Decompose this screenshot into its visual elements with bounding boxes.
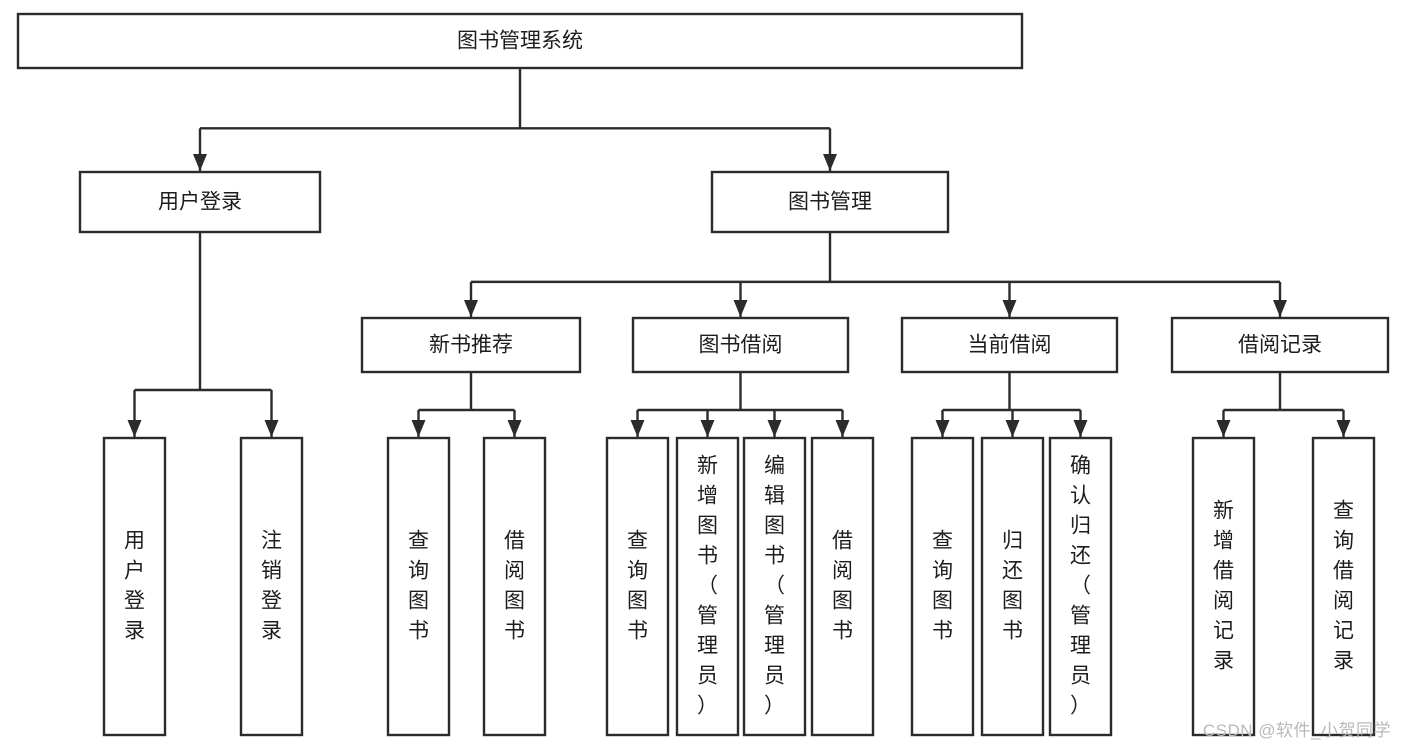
node-label-borrow-record: 借阅记录: [1238, 334, 1322, 357]
arrow-head-book-manage: [823, 154, 837, 171]
node-box-book-borrow: [631, 316, 850, 374]
node-leaf-add-book[interactable]: 新增图书（管理员）: [675, 436, 740, 737]
node-root[interactable]: 图书管理系统: [16, 12, 1024, 70]
node-leaf-query-book-rec[interactable]: 查询图书: [386, 436, 451, 737]
node-box-leaf-add-book: [675, 436, 740, 737]
node-leaf-return-book[interactable]: 归还图书: [980, 436, 1045, 737]
node-box-leaf-user-login: [102, 436, 167, 737]
arrow-head-leaf-add-record: [1216, 420, 1231, 437]
node-label-leaf-borrow-book-bor: 借阅图书: [832, 529, 853, 642]
node-user-login[interactable]: 用户登录: [78, 170, 322, 234]
node-label-leaf-query-book-cur: 查询图书: [932, 529, 953, 642]
node-label-new-book-recommend: 新书推荐: [429, 334, 513, 357]
node-label-leaf-return-book: 归还图书: [1002, 529, 1023, 642]
node-leaf-query-record[interactable]: 查询借阅记录: [1311, 436, 1376, 737]
arrow-head-borrow-record: [1273, 300, 1287, 317]
node-box-book-manage: [710, 170, 950, 234]
node-box-user-login: [78, 170, 322, 234]
arrow-head-current-borrow: [1002, 300, 1017, 317]
node-book-borrow[interactable]: 图书借阅: [631, 316, 850, 374]
arrow-head-user-login: [193, 154, 207, 171]
node-box-leaf-confirm-return: [1048, 436, 1113, 737]
arrow-head-new-book-recommend: [464, 300, 478, 317]
node-box-borrow-record: [1170, 316, 1390, 374]
node-layer: 图书管理系统用户登录图书管理新书推荐图书借阅当前借阅借阅记录用户登录注销登录查询…: [16, 12, 1390, 737]
node-box-leaf-return-book: [980, 436, 1045, 737]
node-new-book-recommend[interactable]: 新书推荐: [360, 316, 582, 374]
arrow-head-leaf-edit-book: [767, 420, 782, 437]
node-label-leaf-add-record: 新增借阅记录: [1213, 499, 1234, 672]
node-label-leaf-confirm-return: 确认归还（管理员）: [1070, 454, 1091, 717]
node-label-book-borrow: 图书借阅: [699, 334, 783, 357]
node-label-current-borrow: 当前借阅: [968, 334, 1052, 357]
node-leaf-confirm-return[interactable]: 确认归还（管理员）: [1048, 436, 1113, 737]
node-label-leaf-logout: 注销登录: [261, 529, 282, 642]
node-label-leaf-add-book: 新增图书（管理员）: [697, 454, 718, 717]
node-borrow-record[interactable]: 借阅记录: [1170, 316, 1390, 374]
node-label-leaf-query-record: 查询借阅记录: [1333, 499, 1354, 672]
arrow-head-leaf-query-book-bor: [630, 420, 645, 437]
node-leaf-edit-book[interactable]: 编辑图书（管理员）: [742, 436, 807, 737]
node-leaf-add-record[interactable]: 新增借阅记录: [1191, 436, 1256, 737]
arrow-head-leaf-query-book-rec: [411, 420, 426, 437]
arrow-head-leaf-return-book: [1005, 420, 1020, 437]
node-label-leaf-query-book-bor: 查询图书: [627, 529, 648, 642]
arrow-head-leaf-borrow-book-bor: [835, 420, 850, 437]
node-book-manage[interactable]: 图书管理: [710, 170, 950, 234]
node-leaf-borrow-book-bor[interactable]: 借阅图书: [810, 436, 875, 737]
node-label-leaf-query-book-rec: 查询图书: [408, 529, 429, 642]
arrow-head-leaf-borrow-book-rec: [507, 420, 522, 437]
node-current-borrow[interactable]: 当前借阅: [900, 316, 1119, 374]
node-box-current-borrow: [900, 316, 1119, 374]
connector-layer: [127, 68, 1351, 437]
arrow-head-leaf-query-book-cur: [935, 420, 950, 437]
arrow-head-leaf-add-book: [700, 420, 715, 437]
node-leaf-query-book-cur[interactable]: 查询图书: [910, 436, 975, 737]
node-label-leaf-edit-book: 编辑图书（管理员）: [764, 454, 785, 717]
node-box-leaf-query-record: [1311, 436, 1376, 737]
node-label-book-manage: 图书管理: [788, 191, 872, 214]
node-leaf-user-login[interactable]: 用户登录: [102, 436, 167, 737]
node-box-leaf-borrow-book-rec: [482, 436, 547, 737]
node-box-leaf-borrow-book-bor: [810, 436, 875, 737]
node-label-root: 图书管理系统: [457, 30, 583, 53]
arrow-head-leaf-query-record: [1336, 420, 1351, 437]
arrow-head-leaf-confirm-return: [1073, 420, 1088, 437]
node-leaf-logout[interactable]: 注销登录: [239, 436, 304, 737]
node-leaf-query-book-bor[interactable]: 查询图书: [605, 436, 670, 737]
node-box-leaf-query-book-bor: [605, 436, 670, 737]
node-label-user-login: 用户登录: [158, 191, 242, 214]
node-leaf-borrow-book-rec[interactable]: 借阅图书: [482, 436, 547, 737]
node-label-leaf-borrow-book-rec: 借阅图书: [504, 529, 525, 642]
node-box-leaf-add-record: [1191, 436, 1256, 737]
arrow-head-leaf-logout: [264, 420, 279, 437]
node-box-leaf-query-book-rec: [386, 436, 451, 737]
node-box-leaf-query-book-cur: [910, 436, 975, 737]
node-label-leaf-user-login: 用户登录: [124, 529, 145, 642]
node-box-root: [16, 12, 1024, 70]
arrow-head-book-borrow: [733, 300, 748, 317]
arrow-head-leaf-user-login: [127, 420, 142, 437]
node-box-leaf-logout: [239, 436, 304, 737]
node-box-new-book-recommend: [360, 316, 582, 374]
node-box-leaf-edit-book: [742, 436, 807, 737]
